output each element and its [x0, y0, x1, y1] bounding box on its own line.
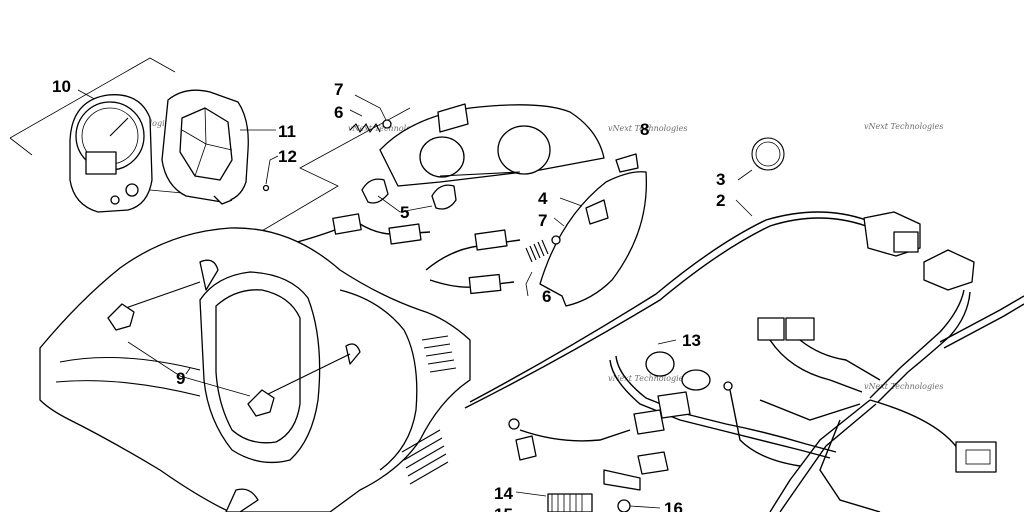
- callout-12[interactable]: 12: [278, 147, 297, 166]
- callout-4[interactable]: 4: [538, 189, 548, 208]
- group-bracket-line: [9, 57, 176, 139]
- callout-5[interactable]: 5: [400, 203, 409, 222]
- snap-ring: [737, 137, 785, 181]
- callout-9[interactable]: 9: [176, 369, 185, 388]
- instrument-cluster-group: [9, 57, 279, 213]
- group-bracket-line: [9, 137, 33, 156]
- callout-7-top[interactable]: 7: [334, 80, 343, 99]
- callout-10[interactable]: 10: [52, 77, 71, 96]
- gauge-cluster: [69, 94, 216, 213]
- callout-15[interactable]: 15: [494, 505, 513, 512]
- callout-labels: 10 11 12 7 6 8 5 4 7 6 3 2 13 9 14 15 16: [52, 77, 725, 512]
- bulb-sockets: [361, 178, 457, 213]
- group-bracket-line: [259, 107, 411, 233]
- cluster-back-cover: [161, 89, 249, 205]
- callout-14[interactable]: 14: [494, 484, 513, 503]
- callout-2[interactable]: 2: [716, 191, 725, 210]
- watermark: vNext Technologies: [864, 122, 943, 131]
- headlight-housing: [379, 103, 639, 187]
- mounting-bolts: [107, 281, 351, 417]
- wiring-harness: [464, 199, 1024, 512]
- spring-top: [349, 94, 392, 134]
- socket-wires: [289, 213, 521, 295]
- callout-8[interactable]: 8: [640, 120, 649, 139]
- callout-7-bottom[interactable]: 7: [538, 211, 547, 230]
- watermark: vNext Technologies: [608, 124, 687, 133]
- leader-line: [265, 155, 279, 185]
- callout-11[interactable]: 11: [278, 122, 296, 141]
- callout-6-bottom[interactable]: 6: [542, 287, 551, 306]
- callout-6-top[interactable]: 6: [334, 103, 343, 122]
- callout-3[interactable]: 3: [716, 170, 725, 189]
- watermark: vNext Technologies: [864, 382, 943, 391]
- front-fairing: [39, 227, 471, 512]
- watermark: vNext Technologies: [608, 374, 687, 383]
- headlight-reflector-cover: [525, 171, 648, 307]
- callout-13[interactable]: 13: [682, 331, 701, 350]
- screw: [262, 184, 270, 192]
- callout-16[interactable]: 16: [664, 499, 683, 512]
